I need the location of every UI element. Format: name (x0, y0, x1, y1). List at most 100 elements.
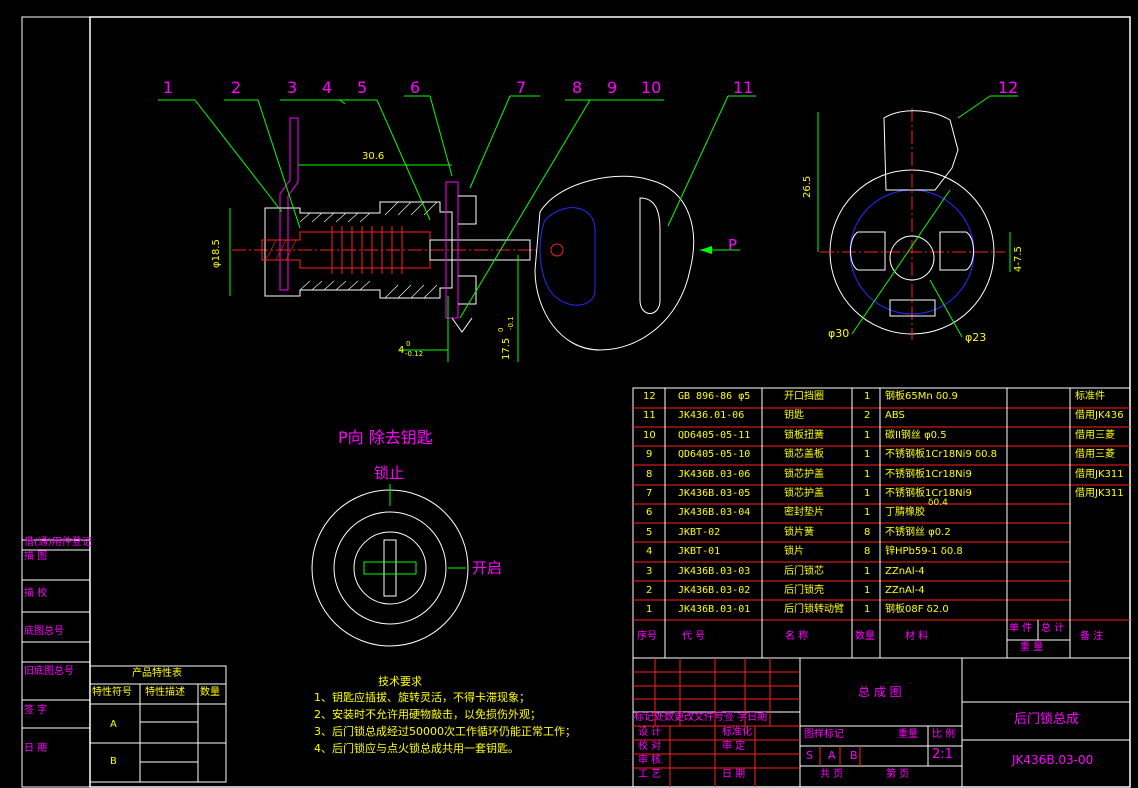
bom-cell-qty: 8 (864, 526, 871, 538)
bom-cell-name: 密封垫片 (784, 507, 824, 519)
bom-header-no: 序号 (637, 631, 657, 642)
bom-cell-code: QD6405-05-11 (678, 429, 751, 441)
balloon-4: 4 (322, 78, 333, 97)
weight-label: 重量 (898, 729, 918, 740)
tech-req-line: 3、后门锁总成经过50000次工作循环仍能正常工作； (314, 725, 576, 738)
bom-header-note: 备 注 (1080, 631, 1104, 642)
arm-profile (883, 110, 959, 191)
bom-header-weight: 重 量 (1020, 642, 1044, 653)
drawing-title: 总 成 图 (858, 685, 902, 699)
dim-line-30 (851, 189, 951, 335)
bom-cell-no: 11 (643, 410, 656, 422)
standardization-label: 标准化 (722, 727, 752, 738)
bom-header-unit: 单 件 (1009, 623, 1033, 634)
bom-cell-name: 后门锁壳 (784, 585, 824, 596)
balloon-7: 7 (516, 78, 527, 97)
dim-4-7-5: 4-7.5 (1013, 246, 1024, 272)
bom-cell-name: 锁板扭簧 (784, 429, 824, 441)
p-view-inner-circle (353, 531, 427, 605)
bom-cell-name: 锁芯护盖 (784, 488, 824, 499)
left-registration-grid (21, 539, 91, 788)
bom-header-qty: 数量 (855, 631, 875, 642)
bom-cell-no: 8 (646, 468, 653, 480)
role-label: 设 计 (638, 727, 662, 738)
stage-letter: B (850, 749, 858, 762)
lock-label: 锁止 (374, 464, 405, 482)
revision-header: 标记处数更改文件号签 字日期 (634, 712, 768, 723)
outer-border (21, 16, 1131, 788)
p-view-title: P向 除去钥匙 (338, 428, 433, 447)
bom-cell-no: 12 (643, 391, 656, 402)
bom-header-code: 代 号 (682, 631, 706, 642)
bom-header-name: 名 称 (785, 631, 809, 642)
p-view (311, 484, 469, 647)
balloon-9: 9 (607, 78, 618, 97)
p-view-outer-circle (311, 489, 469, 647)
bom-cell-no: 2 (646, 585, 653, 596)
dim-17-5: 17.5 (501, 337, 512, 360)
registration-row: 底图总号 (24, 626, 64, 637)
p-view-middle-circle (333, 511, 447, 625)
dim-4-tol-upper: 0 (406, 340, 411, 348)
bom-cell-qty: 8 (864, 546, 871, 558)
bom-cell-note: 标准件 (1075, 391, 1105, 402)
bom-cell-qty: 1 (864, 391, 871, 402)
bom-cell-qty: 1 (864, 488, 871, 499)
bom-cell-name: 钥匙 (784, 410, 804, 422)
registration-row: 描 校 (24, 588, 48, 599)
balloon-leaders (158, 95, 1018, 319)
bom-cell-qty: 2 (864, 410, 871, 422)
registration-row: 描 图 (24, 551, 48, 562)
seal-gasket (445, 181, 459, 319)
key-blade (429, 239, 531, 261)
open-label: 开启 (472, 559, 503, 577)
registration-row: 旧底图总号 (24, 666, 74, 677)
dim-18-5: φ18.5 (211, 239, 222, 268)
bom-cell-name: 后门锁芯 (784, 565, 824, 577)
variant-table-grid (89, 665, 227, 783)
bom-cell-material: 不锈钢板1Cr18Ni9 δ0.8 (885, 449, 998, 461)
tech-req-line: 1、钥匙应插拔、旋转灵活，不得卡滞现象； (314, 691, 530, 704)
tech-req-line: 2、安装时不允许用硬物敲击，以免损伤外观； (314, 708, 541, 721)
retaining-clip (451, 317, 473, 333)
bom-cell-name: 锁片 (784, 546, 804, 558)
bom-cell-qty: 1 (864, 468, 871, 480)
bom-header-total: 总 计 (1041, 623, 1065, 634)
bom-cell-material: ABS (885, 410, 905, 422)
wafer-stack (331, 226, 403, 274)
section-view (229, 117, 740, 362)
p-arrow-icon (700, 246, 712, 254)
bom-cell-material: 钢板08F δ2.0 (885, 604, 949, 616)
role-label: 工 艺 (638, 769, 662, 780)
p-arrow-label: P (728, 236, 738, 254)
bom-cell-code: JKBT-01 (678, 546, 721, 558)
bom-cell-no: 4 (646, 546, 653, 558)
bom-header-material: 材 料 (905, 631, 929, 642)
registration-row: 借(通)用件登记 (24, 537, 92, 548)
dim-26-5: 26.5 (802, 175, 813, 198)
key-hole (550, 243, 564, 257)
lower-tab (889, 299, 936, 317)
bom-cell-no: 1 (646, 604, 653, 616)
cover-plates (458, 195, 477, 305)
bom-cell-name: 后门锁转动臂 (784, 604, 844, 616)
registration-row: 签 字 (24, 705, 48, 716)
bom-cell-material: 碳II钢丝 φ0.5 (885, 429, 947, 441)
registration-row: 日 期 (24, 743, 48, 754)
lock-core (261, 231, 431, 269)
p-view-slot-horizontal (363, 561, 417, 575)
bom-cell-qty: 1 (864, 507, 871, 519)
bom-cell-qty: 1 (864, 585, 871, 596)
dim-4-tol-lower: -0.12 (405, 350, 424, 358)
role-label: 审 核 (638, 755, 662, 766)
balloon-12: 12 (998, 78, 1019, 97)
stage-letter: A (828, 749, 836, 762)
bom-cell-note: 借用JK311 (1075, 488, 1124, 499)
bom-cell-code: JK436B.03-04 (678, 507, 751, 519)
rotation-arm (279, 117, 299, 291)
drawing-frame (89, 16, 1131, 788)
bom-cell-name: 开口挡圈 (784, 391, 824, 402)
dim-4: 4 (398, 345, 405, 356)
role-label: 校 对 (638, 741, 662, 752)
